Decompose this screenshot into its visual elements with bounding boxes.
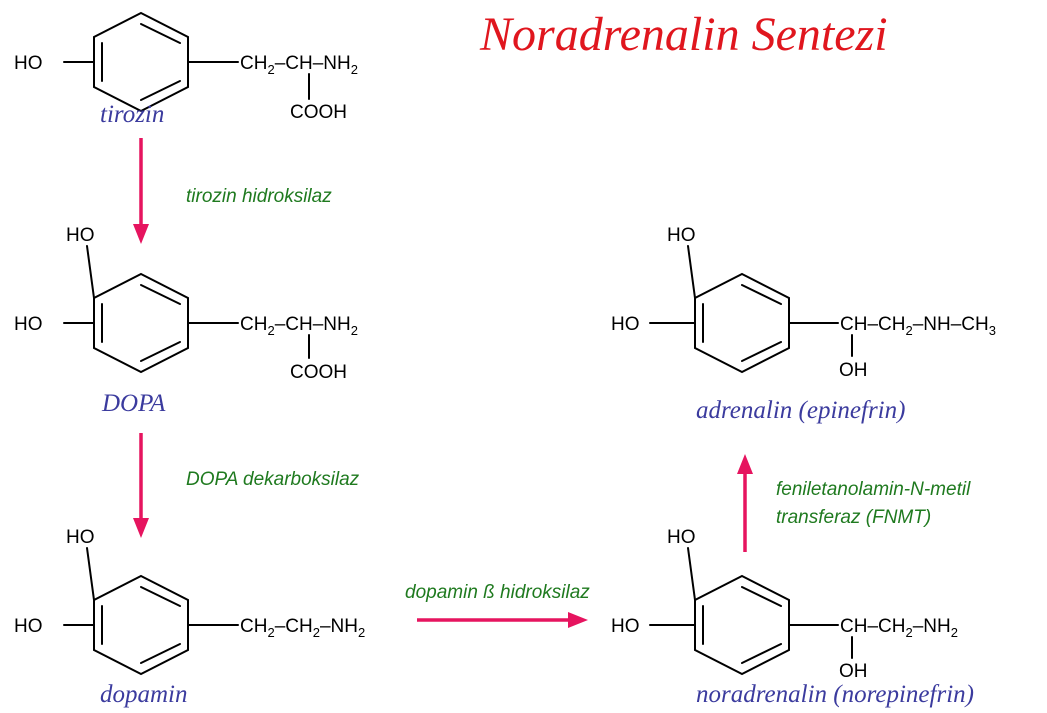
branch-label: OH	[839, 661, 868, 682]
molecule-dopamin: HO HO CH2–CH2–NH2 dopamin	[14, 527, 365, 708]
molecule-name-tirozin: tirozin	[100, 101, 164, 128]
side-chain-formula: CH–CH2–NH–CH3	[840, 314, 996, 338]
arrow-dopamin-to-noradrenalin	[417, 612, 588, 628]
side-chain-formula: CH2–CH–NH2	[240, 314, 358, 338]
enzyme-dopamin-beta-hidroksilaz: dopamin ß hidroksilaz	[405, 582, 590, 603]
ho-left-label: HO	[611, 314, 640, 335]
arrow-noradrenalin-to-adrenalin	[737, 454, 753, 552]
arrow-dopa-to-dopamin	[133, 433, 149, 538]
branch-label: COOH	[290, 102, 347, 123]
enzyme-dopa-dekarboksilaz: DOPA dekarboksilaz	[186, 469, 360, 490]
ho-left-label: HO	[14, 616, 43, 637]
enzyme-fnmt-line1: feniletanolamin-N-metil	[776, 479, 971, 500]
ho-top-label: HO	[667, 225, 696, 246]
molecule-dopa: HO HO CH2–CH–NH2 COOH DOPA	[14, 225, 358, 417]
side-chain-formula: CH2–CH–NH2	[240, 53, 358, 77]
molecule-adrenalin: HO HO CH–CH2–NH–CH3 OH adrenalin (epinef…	[611, 225, 996, 424]
enzyme-tirozin-hidroksilaz: tirozin hidroksilaz	[186, 186, 332, 207]
ho-left-label: HO	[14, 314, 43, 335]
side-chain-formula: CH–CH2–NH2	[840, 616, 958, 640]
molecule-name-adrenalin: adrenalin (epinefrin)	[696, 397, 905, 424]
ho-top-label: HO	[667, 527, 696, 548]
branch-label: OH	[839, 360, 868, 381]
arrow-tirozin-to-dopa	[133, 138, 149, 244]
molecule-name-noradrenalin: noradrenalin (norepinefrin)	[696, 681, 974, 708]
ho-left-label: HO	[611, 616, 640, 637]
molecule-tirozin: HO CH2–CH–NH2 COOH tirozin	[14, 11, 358, 128]
molecule-noradrenalin: HO HO CH–CH2–NH2 OH noradrenalin (norepi…	[611, 527, 974, 708]
diagram-title: Noradrenalin Sentezi	[479, 8, 888, 61]
ho-top-label: HO	[66, 527, 95, 548]
ho-top-label: HO	[66, 225, 95, 246]
branch-label: COOH	[290, 362, 347, 383]
ho-left-label: HO	[14, 53, 43, 74]
enzyme-fnmt-line2: transferaz (FNMT)	[776, 507, 931, 528]
molecule-name-dopamin: dopamin	[100, 681, 188, 708]
side-chain-formula: CH2–CH2–NH2	[240, 616, 365, 640]
molecule-name-dopa: DOPA	[101, 390, 166, 417]
